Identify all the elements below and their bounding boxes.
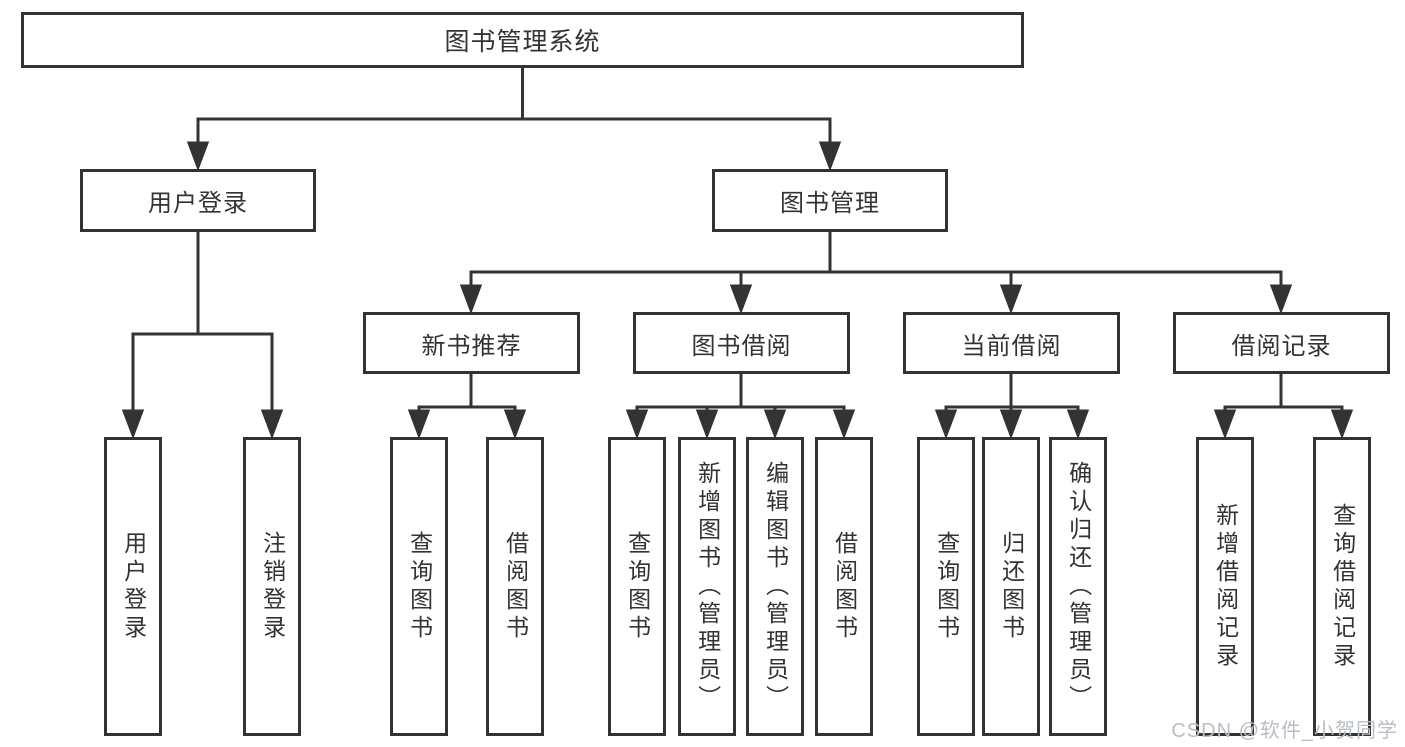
node-label: 查询图书 (624, 530, 651, 643)
arrowhead-icon (625, 409, 649, 440)
arrowhead-icon (459, 284, 483, 315)
arrowhead-icon (832, 409, 856, 440)
leaf-recommend-borrow-book: 借阅图书 (486, 437, 544, 736)
node-label: 新增图书（管理员） (694, 460, 721, 713)
leaf-recommend-query-book: 查询图书 (390, 437, 448, 736)
leaf-borrow-book: 借阅图书 (815, 437, 873, 736)
leaf-add-book-admin: 新增图书（管理员） (678, 437, 736, 736)
node-label: 编辑图书（管理员） (762, 460, 789, 713)
node-label: 查询图书 (933, 530, 960, 643)
node-label: 用户登录 (120, 530, 147, 643)
leaf-confirm-return-admin: 确认归还（管理员） (1049, 437, 1107, 736)
arrowhead-icon (729, 284, 753, 315)
leaf-query-borrow-record: 查询借阅记录 (1313, 437, 1371, 736)
node-label: 借阅记录 (1231, 332, 1332, 360)
arrowhead-icon (763, 409, 787, 440)
node-current-borrow: 当前借阅 (903, 312, 1120, 374)
node-label: 图书借阅 (691, 332, 792, 360)
node-label: 当前借阅 (961, 332, 1062, 360)
arrowhead-icon (1269, 284, 1293, 315)
leaf-add-borrow-record: 新增借阅记录 (1196, 437, 1254, 736)
node-label: 用户登录 (148, 190, 248, 217)
arrowhead-icon (1066, 409, 1090, 440)
leaf-current-query-book: 查询图书 (917, 437, 975, 736)
node-label: 注销登录 (259, 530, 286, 643)
node-user-login: 用户登录 (80, 169, 316, 232)
arrowhead-icon (260, 409, 284, 440)
arrowhead-icon (121, 409, 145, 440)
node-book-borrow: 图书借阅 (633, 312, 850, 374)
node-label: 借阅图书 (831, 530, 858, 643)
node-library-management-system: 图书管理系统 (21, 12, 1024, 68)
leaf-return-book: 归还图书 (982, 437, 1040, 736)
leaf-edit-book-admin: 编辑图书（管理员） (746, 437, 804, 736)
node-label: 查询借阅记录 (1329, 502, 1356, 671)
node-label: 借阅图书 (502, 530, 529, 643)
arrowhead-icon (999, 409, 1023, 440)
leaf-logout: 注销登录 (243, 437, 301, 736)
node-book-management: 图书管理 (712, 169, 948, 232)
node-label: 归还图书 (998, 530, 1025, 643)
leaf-borrow-query-book: 查询图书 (608, 437, 666, 736)
arrowhead-icon (999, 284, 1023, 315)
connector-group (121, 66, 1354, 440)
node-label: 图书管理 (780, 190, 880, 217)
arrowhead-icon (503, 409, 527, 440)
arrowhead-icon (695, 409, 719, 440)
node-label: 查询图书 (406, 530, 433, 643)
leaf-user-login: 用户登录 (104, 437, 162, 736)
node-label: 确认归还（管理员） (1065, 460, 1092, 713)
csdn-watermark: CSDN @软件_小贺同学 (1171, 720, 1398, 742)
node-borrow-records: 借阅记录 (1173, 312, 1390, 374)
arrowhead-icon (1330, 409, 1354, 440)
arrowhead-icon (818, 141, 842, 172)
arrowhead-icon (407, 409, 431, 440)
node-label: 新增借阅记录 (1212, 502, 1239, 671)
arrowhead-icon (186, 141, 210, 172)
arrowhead-icon (934, 409, 958, 440)
node-new-book-recommend: 新书推荐 (363, 312, 580, 374)
arrowhead-icon (1213, 409, 1237, 440)
node-label: 新书推荐 (421, 332, 522, 360)
node-label: 图书管理系统 (444, 28, 601, 56)
